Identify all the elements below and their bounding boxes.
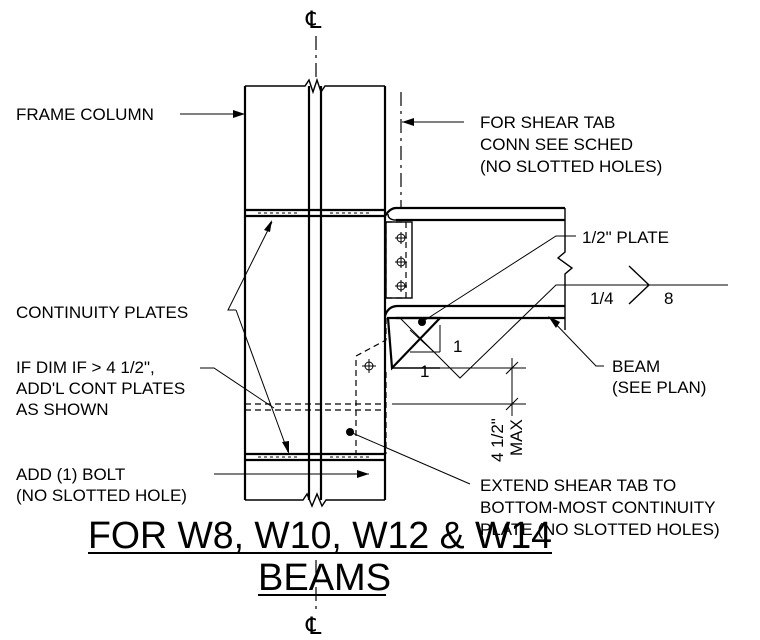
beam-break-line (556, 208, 574, 330)
title-line-2: BEAMS (258, 557, 391, 599)
extend-shear-tab-label-2: BOTTOM-MOST CONTINUITY (480, 498, 715, 517)
beam-bottom-flange (383, 304, 565, 320)
shear-tab-bolts (395, 232, 407, 292)
max-dimension-value: 4 1/2" (488, 418, 507, 462)
slope-label-horizontal: 1 (420, 362, 429, 381)
beam-label-2: (SEE PLAN) (612, 378, 706, 397)
frame-column (243, 77, 387, 508)
weld-size: 1/4 (590, 289, 614, 308)
if-dim-label-2: ADD'L CONT PLATES (16, 379, 185, 398)
shear-tab-label-3: (NO SLOTTED HOLES) (480, 157, 662, 176)
frame-column-label: FRAME COLUMN (16, 105, 154, 124)
half-inch-plate (386, 316, 443, 371)
extend-shear-tab-label-3: PLATE (NO SLOTTED HOLES) (480, 520, 720, 539)
continuity-plates-label: CONTINUITY PLATES (16, 303, 188, 322)
add-bolt-label-2: (NO SLOTTED HOLE) (16, 486, 187, 505)
if-dim-label-1: IF DIM IF > 4 1/2", (16, 358, 155, 377)
centerline-symbol-bottom: ℄ (305, 613, 322, 640)
if-dim-label-3: AS SHOWN (16, 400, 109, 419)
bottom-continuity-plate (245, 452, 385, 462)
title-line-1: FOR W8, W10, W12 & W14 (88, 515, 552, 557)
slope-label-vertical: 1 (453, 337, 462, 356)
shear-tab-plate (385, 221, 413, 299)
beam-label-1: BEAM (612, 357, 660, 376)
extended-shear-tab (355, 318, 387, 454)
centerline-symbol-top: ℄ (305, 7, 322, 34)
max-dimension (392, 358, 526, 416)
add-bolt-label-1: ADD (1) BOLT (16, 465, 125, 484)
shear-tab-label-2: CONN SEE SCHED (480, 135, 633, 154)
shear-tab-label-1: FOR SHEAR TAB (480, 113, 615, 132)
plate-label: 1/2" PLATE (582, 228, 669, 247)
extend-shear-tab-label-1: EXTEND SHEAR TAB TO (480, 476, 676, 495)
leader-lines (180, 110, 604, 485)
max-dimension-word: MAX (507, 419, 526, 456)
weld-symbol (578, 265, 728, 305)
weld-length: 8 (664, 289, 673, 308)
top-continuity-plate (245, 208, 385, 218)
additional-bolt (362, 359, 376, 373)
slope-indicator (410, 325, 441, 353)
beam-top-flange (384, 206, 565, 222)
additional-continuity-plate (245, 403, 385, 411)
